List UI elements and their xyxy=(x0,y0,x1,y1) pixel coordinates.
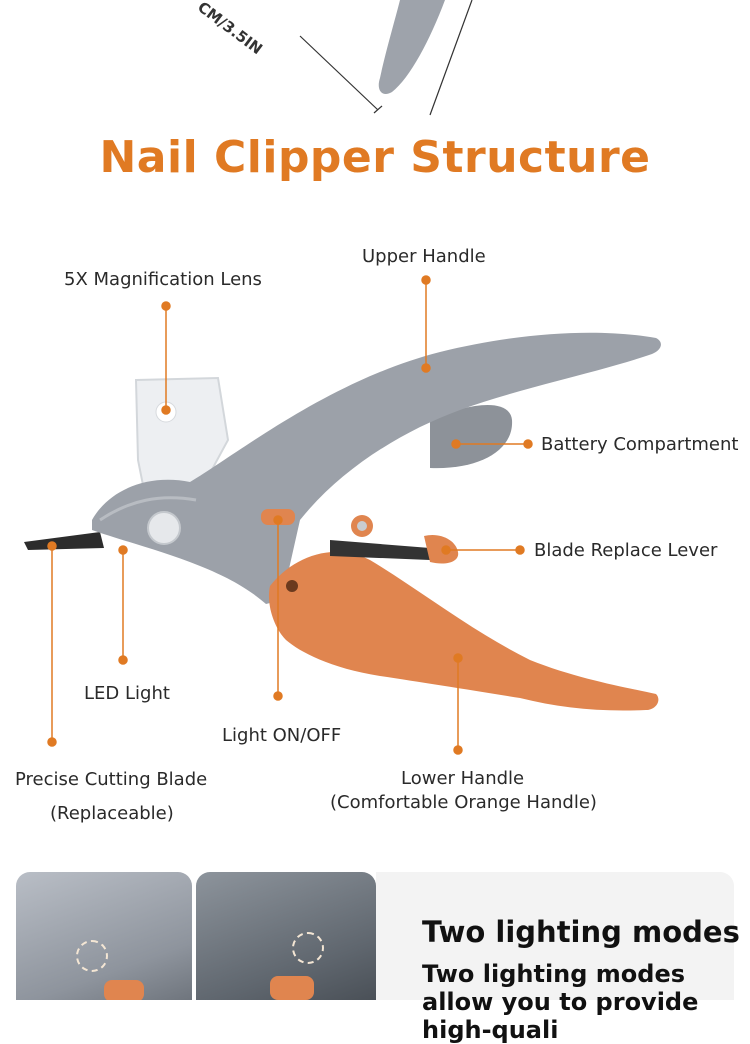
label-led-light: LED Light xyxy=(84,683,170,704)
led-light xyxy=(147,511,181,545)
label-lower-handle: Lower Handle xyxy=(401,768,525,789)
feature-title: Two lighting modes xyxy=(422,915,740,949)
label-cutting-blade: Precise Cutting Blade xyxy=(15,769,208,790)
lighting-mode-photo-2 xyxy=(196,872,376,1000)
cutting-blade xyxy=(24,532,104,550)
clipper-diagram xyxy=(24,0,661,755)
label-cutting-blade-note: (Replaceable) xyxy=(50,803,174,824)
page-title: Nail Clipper Structure xyxy=(99,132,651,183)
label-battery-compartment: Battery Compartment xyxy=(541,434,739,455)
label-blade-replace-lever: Blade Replace Lever xyxy=(534,540,718,561)
dimension-tick xyxy=(429,0,473,116)
feature-text: Two lighting modes allow you to provide … xyxy=(422,960,699,1044)
lower-handle xyxy=(268,551,659,711)
bulb-icon xyxy=(76,940,108,972)
label-magnification-lens: 5X Magnification Lens xyxy=(64,269,262,290)
label-lower-handle-note: (Comfortable Orange Handle) xyxy=(330,792,597,813)
feature-text-panel xyxy=(376,872,734,1000)
top-clipper-tip xyxy=(378,0,445,95)
label-upper-handle: Upper Handle xyxy=(362,246,486,267)
lighting-mode-photo-1 xyxy=(16,872,192,1000)
label-light-on-off: Light ON/OFF xyxy=(222,725,342,746)
dimension-line xyxy=(299,35,379,111)
mode-button-orange-2 xyxy=(270,976,314,1000)
upper-handle xyxy=(92,332,661,604)
mode-button-orange xyxy=(104,980,144,1000)
hand-icon xyxy=(292,932,324,964)
blade-replace-lever xyxy=(424,534,459,564)
battery-compartment xyxy=(430,404,513,469)
blade-replace-lever-bar xyxy=(330,540,430,560)
